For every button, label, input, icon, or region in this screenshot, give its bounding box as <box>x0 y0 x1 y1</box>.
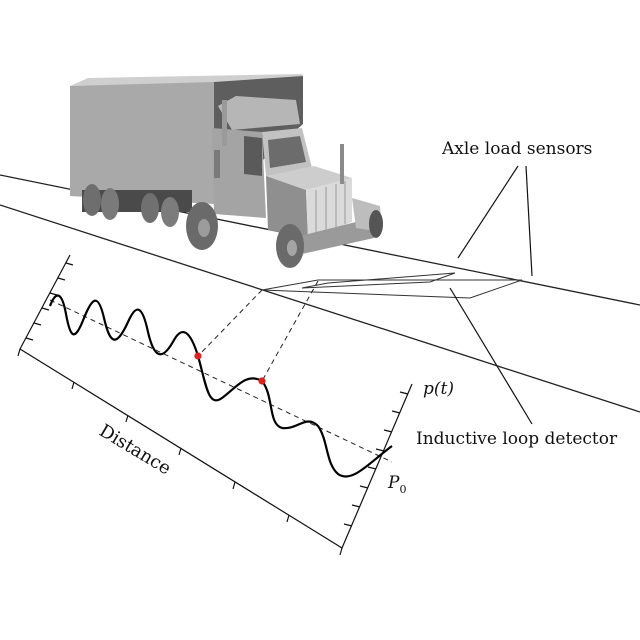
distance-tick <box>286 514 290 523</box>
trailer-wheel <box>101 188 119 220</box>
origin-axis-line <box>19 254 71 350</box>
grille <box>306 178 352 240</box>
mirror <box>214 150 220 178</box>
pressure-axis <box>341 383 413 549</box>
projection-dashed-2 <box>261 280 319 382</box>
road-edge-near <box>0 204 640 413</box>
trailer-side <box>70 82 214 204</box>
distance-axis-label: Distance <box>95 420 174 479</box>
truck <box>70 74 383 268</box>
inductive-loop-detector-label: Inductive loop detector <box>416 429 618 449</box>
axle-load-sensors-label: Axle load sensors <box>441 139 592 159</box>
trailer-wheel <box>83 184 101 216</box>
pressure-axis-label: p(t) <box>423 379 454 399</box>
signal-waveform <box>48 294 393 478</box>
distance-tick <box>339 547 343 556</box>
bumper <box>300 218 374 254</box>
inductive-loop-mat <box>261 279 523 299</box>
trailer-wheel <box>141 193 159 223</box>
hood-top <box>266 166 352 190</box>
origin-axis <box>19 254 74 350</box>
distance-tick <box>125 414 129 423</box>
pressure-axis-line <box>341 383 413 549</box>
leader-lines <box>449 165 533 425</box>
steer-wheel-far <box>369 210 383 238</box>
leader-axle-1 <box>457 165 519 259</box>
p0-subscript: 0 <box>399 483 406 496</box>
steer-wheel-hub <box>287 240 297 256</box>
axle-load-sensor-strip <box>301 272 456 289</box>
drive-wheel-hub <box>198 219 210 237</box>
exhaust-stack <box>222 100 227 146</box>
grille-bars <box>315 181 346 234</box>
sensor-mats <box>261 272 523 299</box>
leader-axle-2 <box>525 165 533 277</box>
distance-tick <box>232 481 236 490</box>
leader-loop <box>449 287 533 425</box>
sensor-crossing-marker-2 <box>258 377 266 385</box>
trailer-wheel <box>161 197 179 227</box>
exhaust-stack <box>340 144 344 184</box>
distance-tick <box>17 348 21 357</box>
p0-letter: P <box>387 473 400 493</box>
sensor-crossing-marker-1 <box>194 352 202 360</box>
p0-label: P0 <box>387 473 406 496</box>
distance-tick <box>178 447 182 456</box>
windshield <box>268 136 306 168</box>
hood-side <box>266 176 308 238</box>
trailer-top <box>70 74 303 86</box>
distance-tick <box>71 381 75 390</box>
projection-dashed-1 <box>197 289 263 357</box>
cab-roof <box>218 96 300 130</box>
cab-window-side <box>244 136 262 176</box>
distance-axis <box>17 348 343 556</box>
